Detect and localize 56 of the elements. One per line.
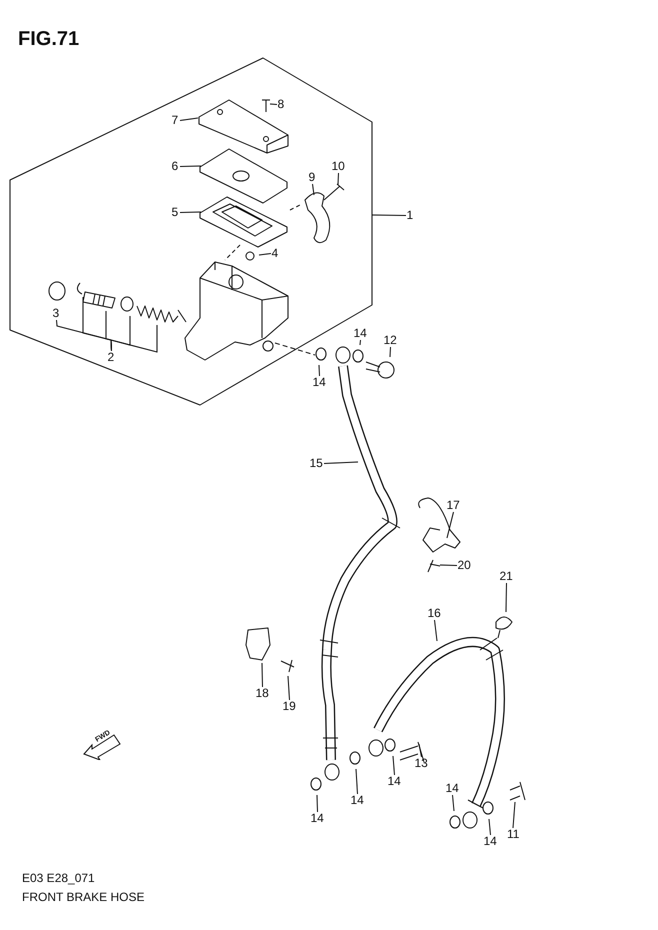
callout-number: 14 [352,326,368,340]
leader-line [270,104,278,105]
callout-number: 4 [270,246,280,260]
callout-number: 11 [506,828,520,840]
leader-line [288,676,290,700]
callout-number: 5 [170,206,180,218]
callout-number: 15 [308,456,324,470]
callout-number: 14 [386,774,402,788]
leader-line [258,253,272,256]
callout-number: 20 [456,558,472,572]
callout-number: 12 [382,334,398,346]
callout-number: 17 [446,498,461,512]
leader-line [180,166,202,167]
leader-line [434,620,438,642]
leader-line [446,512,454,538]
callout-number: 10 [330,160,346,172]
leader-line [418,744,422,758]
leader-line [110,324,158,353]
callout-number: 21 [498,570,514,582]
callout-number: 8 [276,98,286,110]
leader-line [452,794,454,812]
leader-line [180,212,202,213]
callout-number: 16 [426,606,442,620]
leader-line [316,794,318,812]
leader-line [440,564,458,566]
leader-line [356,768,358,794]
leader-line [262,662,263,688]
callout-number: 14 [312,376,327,388]
callout-number: 7 [170,114,180,126]
leader-line [180,118,198,121]
callout-number: 14 [350,794,365,806]
callout-number: 18 [254,686,270,700]
callout-number: 14 [444,782,460,794]
callout-number: 1 [406,208,414,222]
leader-line [506,582,507,612]
callout-number: 13 [414,756,429,770]
leader-line [390,346,391,358]
callout-number: 3 [52,306,60,320]
leader-line [512,802,516,828]
leader-line [318,364,320,376]
drawing-code: E03 E28_071 [22,871,95,885]
callout-number: 14 [310,812,325,824]
callout-number: 2 [106,350,116,364]
callout-number: 6 [170,160,180,172]
leader-line [338,172,339,186]
leader-line [360,340,361,346]
leader-line [324,462,358,464]
callout-number: 14 [482,834,498,848]
leader-line [312,184,314,196]
drawing-subtitle: FRONT BRAKE HOSE [22,890,144,904]
leader-line [392,756,395,776]
leader-line [488,818,491,836]
leader-line [372,214,406,216]
callout-number: 19 [282,700,297,712]
callout-number: 9 [308,170,316,184]
figure-title: FIG.71 [18,28,80,51]
